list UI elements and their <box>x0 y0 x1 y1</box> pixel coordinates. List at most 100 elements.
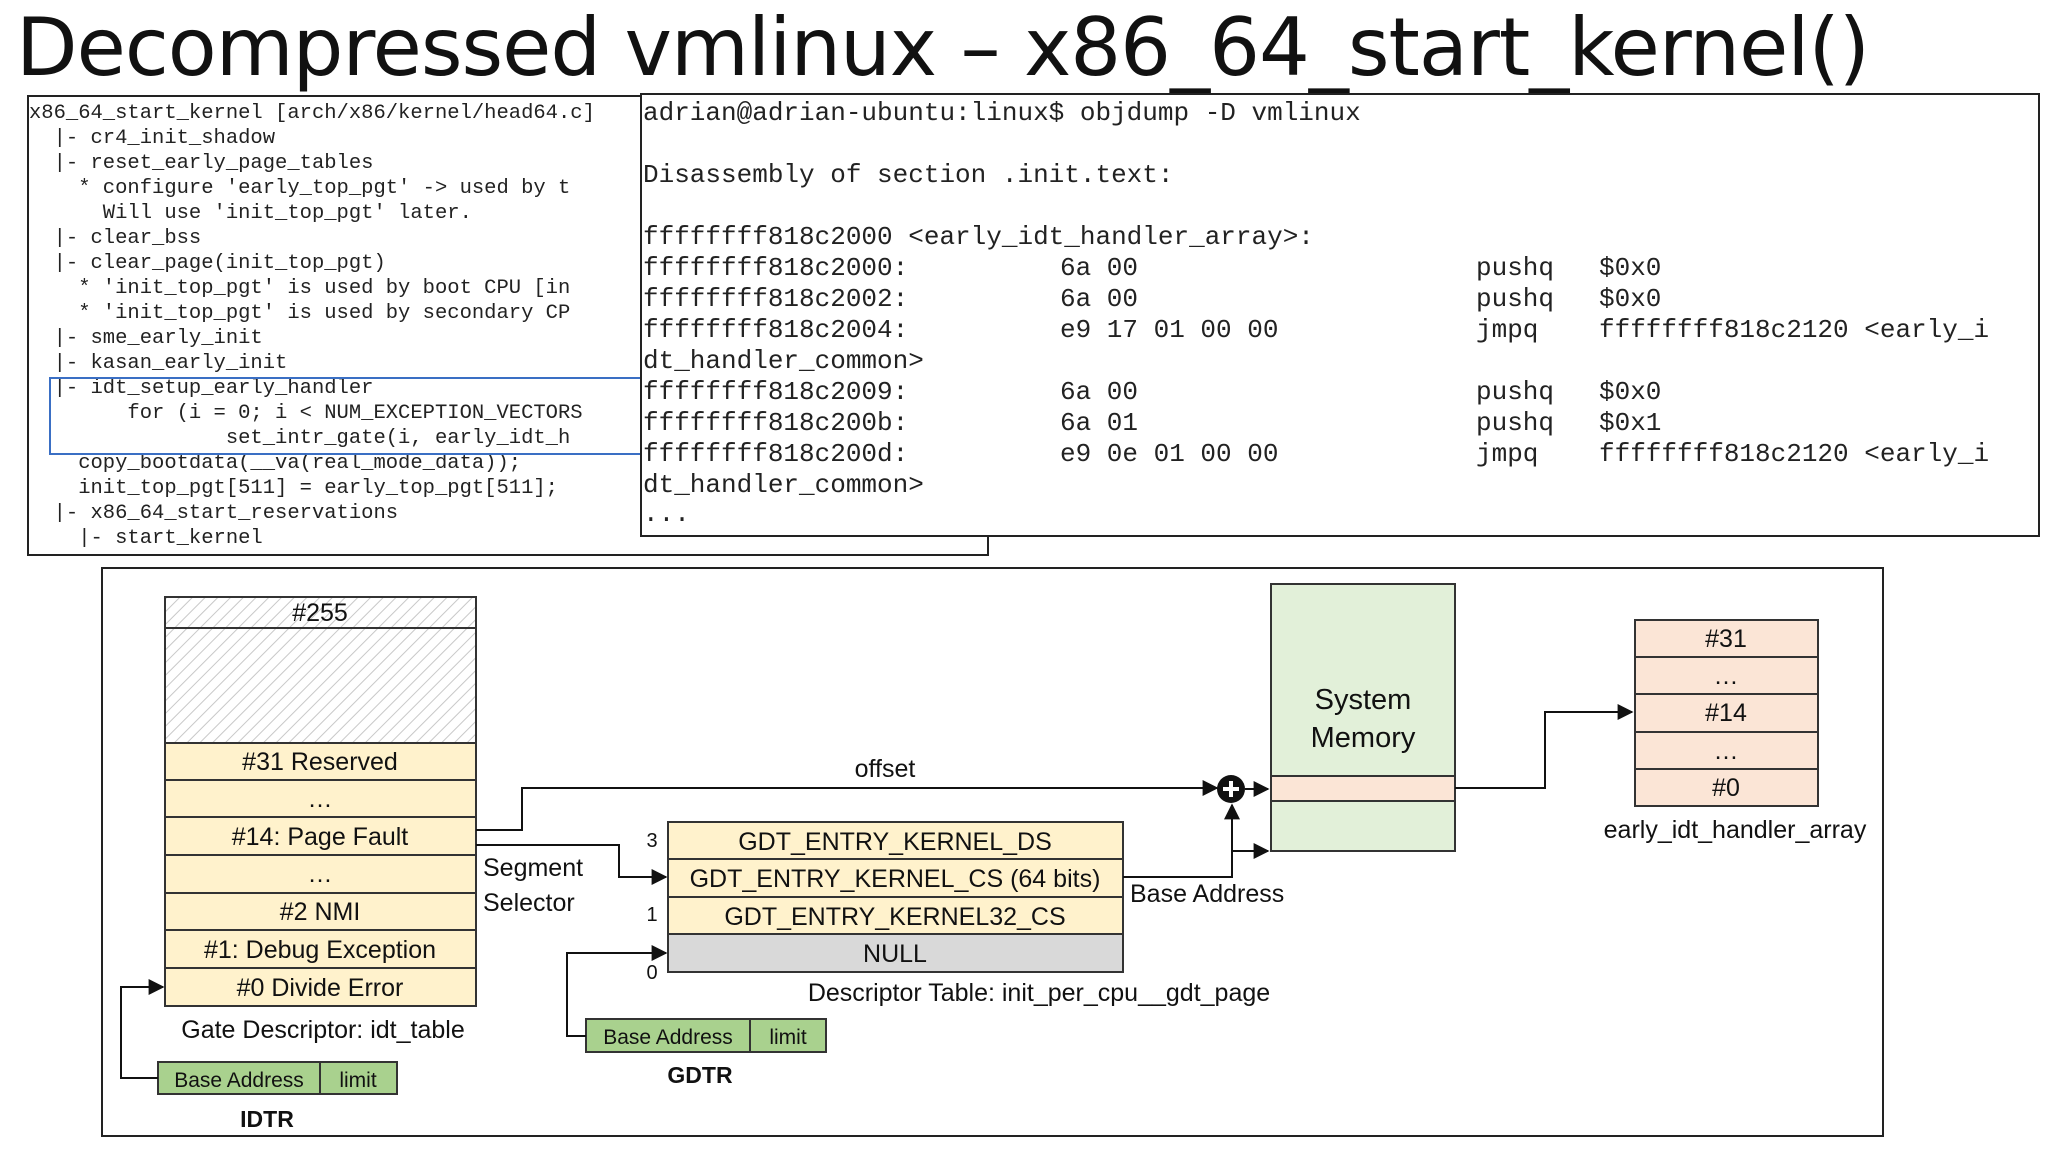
gdt-table: GDT_ENTRY_KERNEL_DS GDT_ENTRY_KERNEL_CS … <box>646 821 1270 1007</box>
asm-bytes: 6a 00 <box>1060 377 1139 407</box>
gdt-index: 1 <box>646 904 657 926</box>
asm-bytes: 6a 00 <box>1060 253 1139 283</box>
call-tree-line: |- x86_64_start_reservations <box>29 502 399 525</box>
asm-bytes: e9 17 01 00 00 <box>1060 315 1279 345</box>
call-tree-line: |- clear_bss <box>29 227 202 250</box>
objdump-section: Disassembly of section .init.text: <box>643 160 1174 190</box>
base-address-to-adder-arrow <box>1123 803 1240 878</box>
idt-entry <box>164 742 477 781</box>
asm-address: ffffffff818c200b: <box>643 408 909 438</box>
gdt-entry-label: GDT_ENTRY_KERNEL_DS <box>738 828 1052 856</box>
asm-operand: $0x0 <box>1599 284 1662 314</box>
asm-address: ffffffff818c2000: <box>643 253 909 283</box>
call-tree-line: |- idt_setup_early_handler <box>29 377 374 400</box>
adder-icon <box>1217 775 1245 803</box>
idt-entry-label: … <box>308 785 333 813</box>
asm-bytes: e9 0e 01 00 00 <box>1060 439 1279 469</box>
memory-label-line2: Memory <box>1311 722 1416 754</box>
asm-operand: ffffffff818c2120 <early_i <box>1599 315 1990 345</box>
slide-title: Decompressed vmlinux – x86_64_start_kern… <box>16 1 1870 94</box>
call-tree-line: x86_64_start_kernel [arch/x86/kernel/hea… <box>29 102 595 125</box>
idtr-base-label: Base Address <box>174 1069 304 1092</box>
idt-entry <box>164 779 477 818</box>
idt-entry <box>164 929 477 969</box>
idt-caption: Gate Descriptor: idt_table <box>181 1016 464 1044</box>
call-tree-line: |- reset_early_page_tables <box>29 152 374 175</box>
call-tree-line: |- start_kernel <box>29 527 263 550</box>
asm-opcode: pushq <box>1476 408 1555 438</box>
offset-label: offset <box>855 755 916 783</box>
offset-arrow <box>476 780 1219 831</box>
idtr-label: IDTR <box>240 1106 294 1132</box>
idt-entry-label: #0 Divide Error <box>237 974 404 1002</box>
gdt-index: 3 <box>646 830 657 852</box>
handler-array-caption: early_idt_handler_array <box>1604 816 1867 844</box>
asm-opcode: jmpq <box>1476 315 1539 345</box>
idt-entry <box>164 854 477 894</box>
call-tree-line: |- cr4_init_shadow <box>29 127 276 150</box>
idt-entry-label: #1: Debug Exception <box>204 936 436 964</box>
gdtr-label: GDTR <box>667 1062 733 1088</box>
idt-entry-label: #14: Page Fault <box>232 823 409 851</box>
idt-entry <box>164 892 477 931</box>
gdtr-limit-field <box>749 1018 827 1053</box>
call-tree-line: set_intr_gate(i, early_idt_h <box>29 427 571 450</box>
objdump-command: adrian@adrian-ubuntu:linux$ objdump -D v… <box>643 98 1361 128</box>
idt-entry-page-fault <box>164 816 477 856</box>
asm-address: ffffffff818c2009: <box>643 377 909 407</box>
gdt-entry-label: NULL <box>863 940 927 968</box>
call-tree-line: init_top_pgt[511] = early_top_pgt[511]; <box>29 477 558 500</box>
handler-entry-label: #31 <box>1705 625 1747 653</box>
handler-entry-label: #14 <box>1705 699 1747 727</box>
call-tree-line: for (i = 0; i < NUM_EXCEPTION_VECTORS <box>29 402 583 425</box>
gdt-entry-kernel-cs <box>667 858 1124 898</box>
asm-ellipsis: ... <box>643 499 690 529</box>
memory-label-line1: System <box>1315 684 1412 716</box>
idt-gdt-diagram <box>101 567 1884 1137</box>
segment-selector-arrow <box>476 844 668 885</box>
memory-to-handler-arrow <box>1455 704 1634 789</box>
asm-operand: ffffffff818c2120 <early_i <box>1599 439 1990 469</box>
gdt-entry-null <box>667 933 1124 973</box>
objdump-symbol: ffffffff818c2000 <early_idt_handler_arra… <box>643 222 1314 252</box>
call-tree-line: * 'init_top_pgt' is used by boot CPU [in <box>29 277 571 300</box>
asm-address: ffffffff818c200d: <box>643 439 909 469</box>
idt-entry-label: #2 NMI <box>280 898 361 926</box>
gdtr-base-label: Base Address <box>603 1026 733 1049</box>
asm-operand: $0x0 <box>1599 377 1662 407</box>
asm-opcode: pushq <box>1476 377 1555 407</box>
idt-entry-label: #31 Reserved <box>242 748 398 776</box>
asm-address: ffffffff818c2004: <box>643 315 909 345</box>
objdump-panel: adrian@adrian-ubuntu:linux$ objdump -D v… <box>640 93 2040 537</box>
asm-bytes: 6a 01 <box>1060 408 1139 438</box>
gdt-entry-label: GDT_ENTRY_KERNEL32_CS <box>724 903 1065 931</box>
handler-entry <box>1634 693 1819 733</box>
asm-operand: $0x1 <box>1599 408 1662 438</box>
segment-selector-label-line2: Selector <box>483 889 575 917</box>
handler-entry <box>1634 619 1819 658</box>
asm-continuation: dt_handler_common> <box>643 470 924 500</box>
call-tree-line: Will use 'init_top_pgt' later. <box>29 202 472 225</box>
gdt-index: 0 <box>646 962 657 984</box>
memory-handler-slot <box>1270 775 1456 802</box>
handler-entry-label: … <box>1714 737 1739 765</box>
call-tree-line: |- clear_page(init_top_pgt) <box>29 252 386 275</box>
gdtr-register: Base Address limit GDTR <box>585 1018 827 1088</box>
idtr-register: Base Address limit IDTR <box>157 1061 398 1132</box>
call-tree-line: |- sme_early_init <box>29 327 263 350</box>
segment-selector-label-line1: Segment <box>483 854 583 882</box>
handler-entry <box>1634 768 1819 807</box>
gdt-caption: Descriptor Table: init_per_cpu__gdt_page <box>808 979 1270 1007</box>
idtr-limit-field <box>319 1061 398 1095</box>
call-tree-line: |- kasan_early_init <box>29 352 288 375</box>
call-tree-line: copy_bootdata(__va(real_mode_data)); <box>29 452 522 475</box>
asm-bytes: 6a 00 <box>1060 284 1139 314</box>
gdtr-limit-label: limit <box>769 1026 806 1049</box>
asm-operand: $0x0 <box>1599 253 1662 283</box>
asm-opcode: pushq <box>1476 284 1555 314</box>
call-tree-line: * configure 'early_top_pgt' -> used by t <box>29 177 571 200</box>
asm-opcode: pushq <box>1476 253 1555 283</box>
idt-table: #255 #31 Reserved … #14: Page Fault … #2… <box>164 596 477 1044</box>
gdtr-to-gdt-arrow <box>566 945 668 1037</box>
